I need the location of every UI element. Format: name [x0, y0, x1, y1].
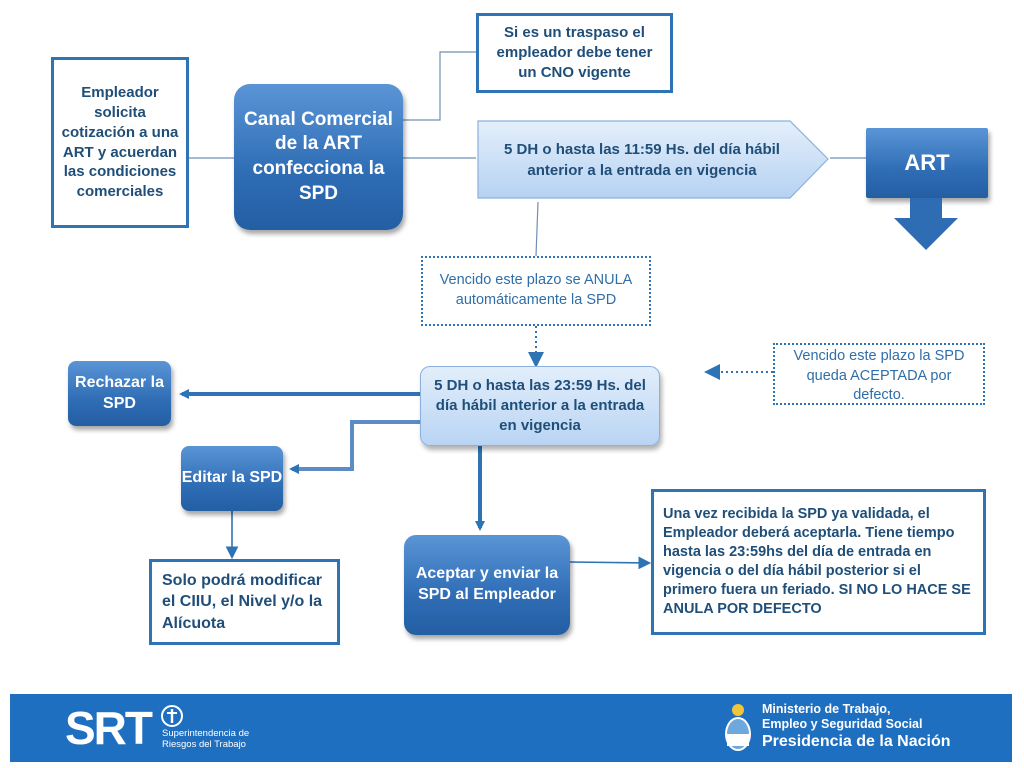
- footer-bar: SRT Superintendencia de Riesgos del Trab…: [10, 694, 1012, 762]
- empleador-solicita-text: Empleador solicita cotización a una ART …: [61, 84, 179, 201]
- art-text: ART: [904, 149, 950, 175]
- srt-logo: SRT: [65, 702, 153, 754]
- box-art: ART: [866, 128, 988, 198]
- solo-podra-text: Solo podrá modificar el CIIU, el Nivel y…: [162, 572, 323, 632]
- una-vez-text: Una vez recibida la SPD ya validada, el …: [663, 505, 971, 618]
- ministerio-block: Ministerio de Trabajo, Empleo y Segurida…: [762, 702, 951, 752]
- rechazar-text: Rechazar la SPD: [75, 373, 164, 412]
- ministerio-line2: Empleo y Seguridad Social: [762, 717, 923, 731]
- box-traspaso-note: Si es un traspaso el empleador debe tene…: [476, 13, 673, 93]
- plazo-2359-text: 5 DH o hasta las 23:59 Hs. del día hábil…: [434, 376, 646, 435]
- box-plazo-1159: 5 DH o hasta las 11:59 Hs. del día hábil…: [482, 121, 802, 199]
- ministerio-line1: Ministerio de Trabajo,: [762, 702, 891, 716]
- box-solo-podra: Solo podrá modificar el CIIU, el Nivel y…: [149, 559, 340, 645]
- vencido-anula-text: Vencido este plazo se ANULA automáticame…: [439, 272, 633, 308]
- argentina-seal-icon: [725, 704, 751, 751]
- line-canal-traspaso: [403, 51, 476, 121]
- traspaso-note-text: Si es un traspaso el empleador debe tene…: [496, 24, 653, 81]
- srt-symbol-icon: [161, 705, 183, 727]
- srt-subtitle: Superintendencia de Riesgos del Trabajo: [162, 728, 249, 750]
- box-vencido-anula: Vencido este plazo se ANULA automáticame…: [421, 256, 651, 326]
- arrow-plazo-editar: [289, 420, 420, 474]
- srt-subtitle-line2: Riesgos del Trabajo: [162, 739, 246, 750]
- box-vencido-aceptada: Vencido este plazo la SPD queda ACEPTADA…: [773, 343, 985, 405]
- plazo-1159-text: 5 DH o hasta las 11:59 Hs. del día hábil…: [504, 141, 780, 179]
- editar-text: Editar la SPD: [181, 469, 283, 487]
- box-una-vez: Una vez recibida la SPD ya validada, el …: [651, 489, 986, 635]
- box-editar: Editar la SPD: [181, 446, 283, 511]
- box-aceptar-enviar: Aceptar y enviar la SPD al Empleador: [404, 535, 570, 635]
- line-plazo-vencido: [535, 201, 539, 257]
- down-arrow-icon: [894, 198, 958, 250]
- presidencia-line: Presidencia de la Nación: [762, 733, 951, 750]
- srt-subtitle-line1: Superintendencia de: [162, 728, 250, 739]
- box-rechazar: Rechazar la SPD: [68, 361, 171, 426]
- box-plazo-1159-shape: [477, 120, 829, 199]
- aceptar-enviar-text: Aceptar y enviar la SPD al Empleador: [415, 565, 559, 603]
- box-canal-comercial: Canal Comercial de la ART confecciona la…: [234, 84, 403, 230]
- arrow-aceptar-unavez: [569, 556, 652, 570]
- box-plazo-2359: 5 DH o hasta las 23:59 Hs. del día hábil…: [420, 366, 660, 446]
- box-empleador-solicita: Empleador solicita cotización a una ART …: [51, 57, 189, 228]
- vencido-aceptada-text: Vencido este plazo la SPD queda ACEPTADA…: [793, 348, 965, 404]
- canal-comercial-text: Canal Comercial de la ART confecciona la…: [244, 108, 393, 204]
